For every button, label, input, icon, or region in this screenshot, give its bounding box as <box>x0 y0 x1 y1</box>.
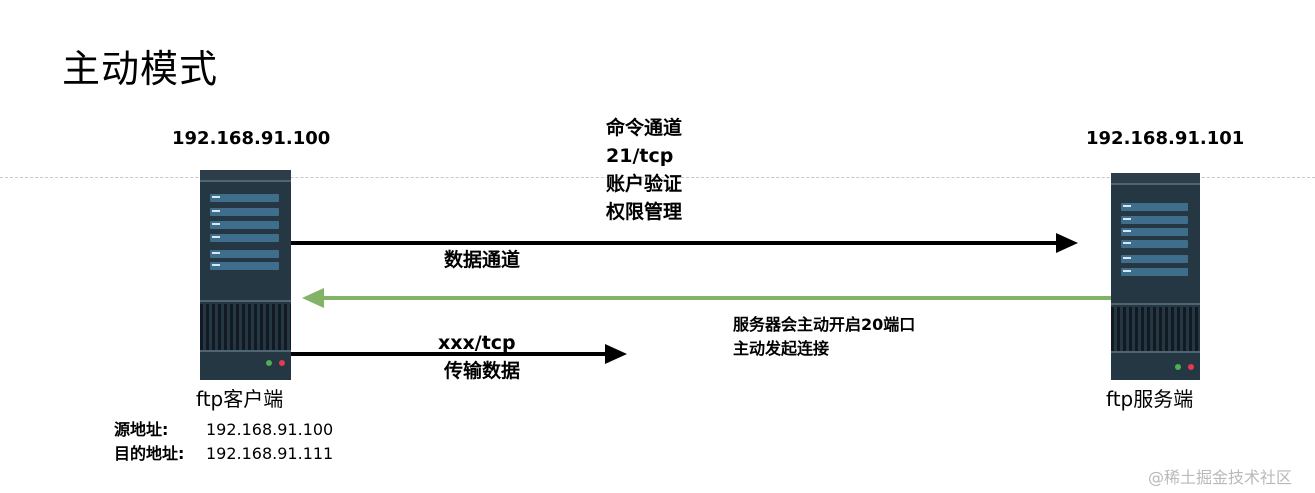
server-note-line: 服务器会主动开启20端口 <box>733 315 916 334</box>
dest-address-label: 目的地址: <box>114 444 185 463</box>
transfer-data-label: 传输数据 <box>444 360 521 382</box>
source-address-value: 192.168.91.100 <box>206 420 334 439</box>
server-ip: 192.168.91.101 <box>1086 128 1245 149</box>
command-channel-text: 命令通道 21/tcp 账户验证 权限管理 <box>606 114 682 226</box>
command-channel-line: 命令通道 <box>606 117 683 139</box>
page-title: 主动模式 <box>62 47 219 91</box>
command-channel-line: 账户验证 <box>606 173 683 195</box>
dest-address-value: 192.168.91.111 <box>206 444 334 463</box>
dest-address-row: 目的地址: 192.168.91.111 <box>114 440 333 464</box>
source-address-row: 源地址: 192.168.91.100 <box>114 416 333 440</box>
command-channel-line: 权限管理 <box>606 201 683 223</box>
transfer-arrow <box>291 344 627 364</box>
client-ip: 192.168.91.100 <box>172 128 331 149</box>
command-channel-line: 21/tcp <box>606 145 674 167</box>
dashed-divider <box>0 177 1315 178</box>
data-channel-label: 数据通道 <box>444 249 521 271</box>
server-to-client-arrow <box>302 288 1111 308</box>
transfer-port-label: xxx/tcp <box>438 332 516 354</box>
server-server-icon <box>1111 173 1200 380</box>
server-note-line: 主动发起连接 <box>733 339 830 358</box>
data-channel-arrow <box>291 233 1078 253</box>
source-address-label: 源地址: <box>114 420 169 439</box>
server-label: ftp服务端 <box>1106 387 1194 411</box>
client-server-icon <box>200 170 291 380</box>
server-note: 服务器会主动开启20端口 主动发起连接 <box>733 313 915 361</box>
client-label: ftp客户端 <box>196 387 284 411</box>
watermark: @稀土掘金技术社区 <box>1148 468 1293 487</box>
